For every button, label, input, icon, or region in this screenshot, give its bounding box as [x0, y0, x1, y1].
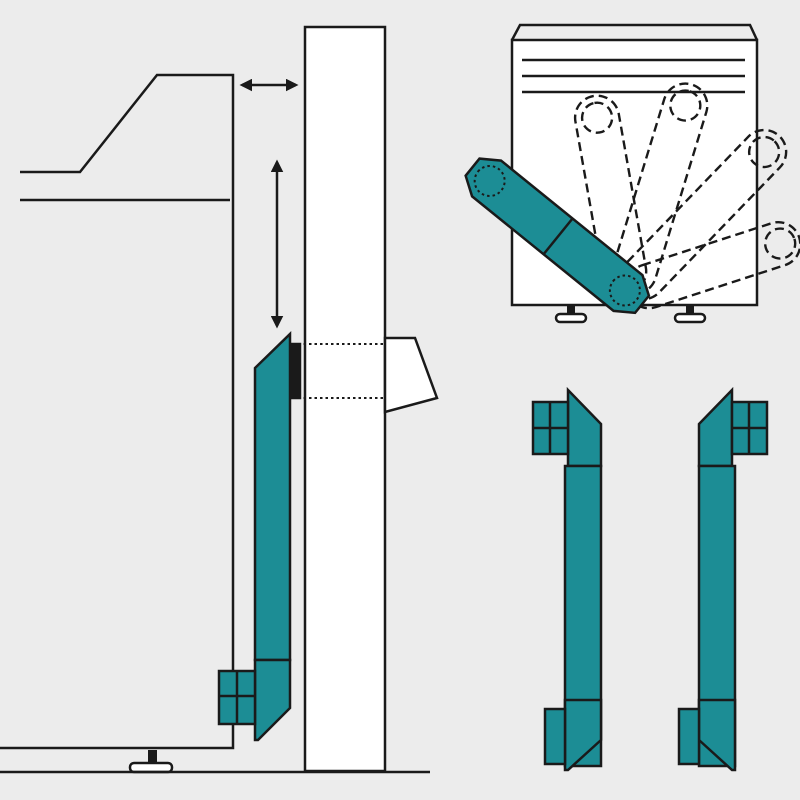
handle-ghost-right: [625, 220, 800, 310]
handle-lower-bend: [253, 658, 292, 742]
handle-side-view: [217, 331, 302, 742]
machine-body-outline: [0, 73, 235, 750]
handle-front-left: [531, 386, 603, 772]
handle-ghost-left: [573, 94, 648, 295]
cabinet-foot-right: [673, 305, 707, 324]
rotation-detail: [464, 23, 800, 324]
column-bracket: [298, 336, 439, 414]
cabinet-front: [510, 38, 759, 307]
cabinet-top: [510, 23, 759, 41]
cabinet-foot-left: [554, 305, 588, 324]
machine-side-view: [0, 73, 235, 774]
handle-active-position: [464, 157, 651, 315]
handle-front-right: [677, 386, 769, 772]
handle-main-bar: [253, 331, 292, 662]
